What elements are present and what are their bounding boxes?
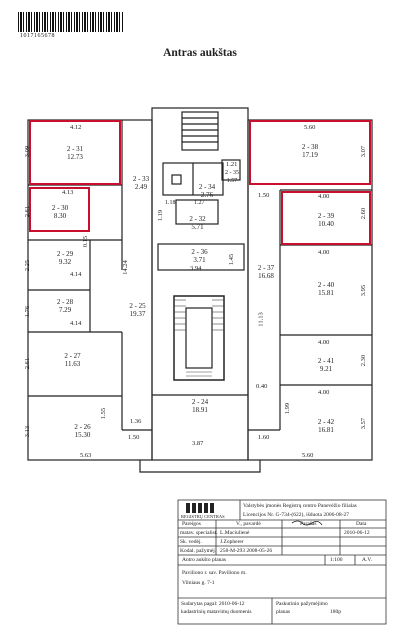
dim-label: 3.87 [192,440,204,447]
footer-line-2: kadastrinių matavimų duomenis [181,609,252,615]
org-line: Valstybės įmonės Registrų centro Panevėž… [243,503,357,509]
r1-name: L.Maciulienė [220,530,250,536]
dim-label: 1.50 [128,434,140,441]
dim-label: 1.36 [130,418,142,425]
highlight-room-2-38 [249,120,371,185]
plan-scale: 1:100 [330,557,343,563]
barcode [18,12,124,32]
dim-label: 4.14 [70,320,82,327]
dim-label: 1.21 [226,161,238,168]
footer-line-5: 180p [330,609,341,615]
header-position: Pareigos [182,521,201,527]
r1-date: 2010-06-12 [344,530,370,536]
dim-label: 1.27 [194,200,205,206]
dim-label: 4.00 [318,389,330,396]
r2-name: J.Zopherer [220,539,244,545]
central-entrance [139,460,261,473]
plan-code: A.V. [362,557,372,563]
signature-mark [291,520,323,526]
dim-label: 4.00 [318,339,330,346]
logo-text: REGISTRŲ CENTRAS [181,514,225,519]
dim-label: 4.00 [318,193,330,200]
footer-line-1: Sudarytas pagal: 2010-06-12 [181,601,245,607]
license-line: Licencijos Nr. G-734-(622), išduota 2006… [243,512,350,518]
dim-label: 4.13 [62,189,74,196]
dim-label: 1.60 [258,434,270,441]
highlight-room-2-31 [29,120,121,185]
header-date: Data [356,521,367,527]
dim-label: 1.18 [165,200,176,206]
page-title: Antras aukštas [163,47,237,59]
r2-position: Sk. vedėj. [180,539,202,545]
dim-label: 3.94 [190,265,202,272]
r3-value: 258-M-293 2008-05-26 [220,548,273,554]
highlight-room-2-30 [29,187,90,232]
plan-name: Antro aukšto planas [182,557,226,563]
r1-position: matav. specialist. [180,530,218,536]
footer-line-4: planas [276,609,291,615]
barcode-number: 1017165678 [20,33,55,39]
header-sign: Parašas [300,521,317,527]
dim-label: 4.12 [70,124,82,131]
r3-position: Kodal. pažymėj. [180,548,217,554]
highlight-room-2-39 [281,191,371,245]
dim-label: 0.40 [256,383,268,390]
dim-label: 1.50 [258,192,270,199]
header-name: V., pavardė [236,521,261,527]
dim-label: 4.00 [318,249,330,256]
dim-label: 5.63 [80,452,92,459]
dim-label: 4.14 [70,271,82,278]
address-line-2: Vilniaus g. 7-1 [182,580,215,586]
dim-label: 5.60 [304,124,316,131]
address-line-1: Paviliono r. sav. Paviliono m. [182,570,247,576]
dim-label: 5.60 [302,452,314,459]
footer-line-3: Paskutinio pažymėjimo [276,601,328,607]
